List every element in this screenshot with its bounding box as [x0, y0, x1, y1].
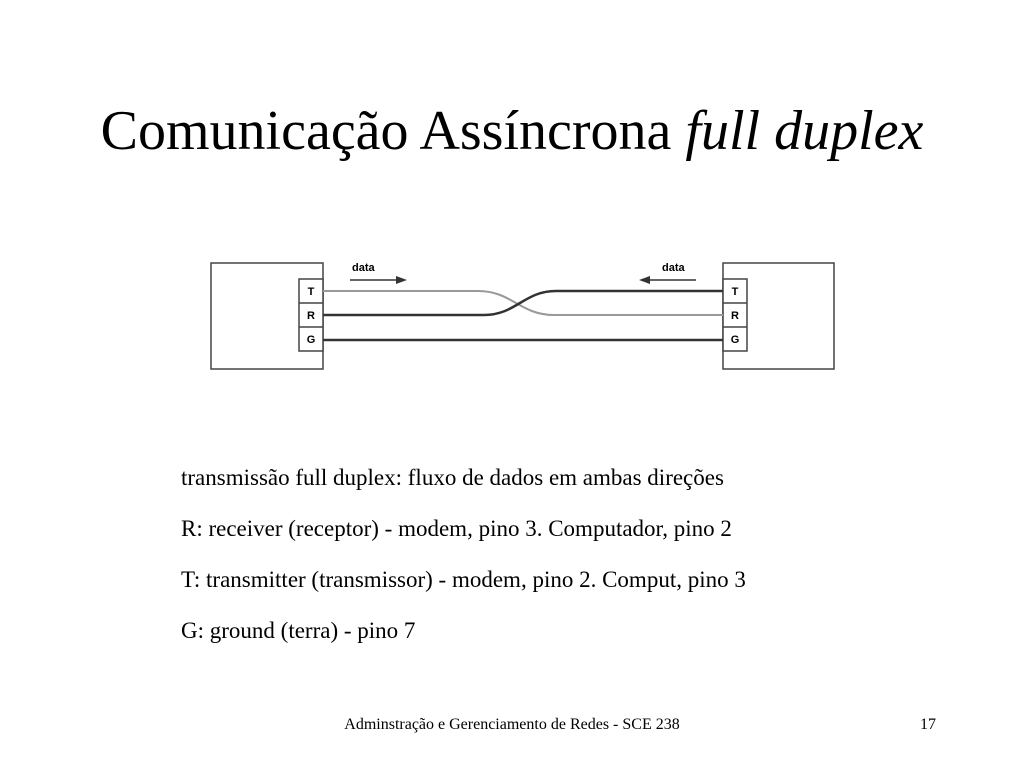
left-pin-g-label: G	[307, 334, 316, 346]
right-data-label: data	[662, 262, 686, 274]
footer-course-name: Adminstração e Gerenciamento de Redes - …	[344, 716, 680, 733]
left-data-arrow-head	[396, 276, 407, 284]
slide-title-emphasis: full duplex	[685, 99, 924, 162]
right-data-arrow-head	[639, 276, 650, 284]
right-pin-block	[722, 278, 748, 352]
description-line-ground: G: ground (terra) - pino 7	[181, 618, 416, 643]
left-pin-r-label: R	[307, 310, 315, 322]
slide-title-main: Comunicação Assíncrona	[100, 99, 686, 162]
wire-left-r-to-right-t	[323, 289, 723, 317]
description-list: transmissão full duplex: fluxo de dados …	[181, 458, 961, 662]
left-data-label: data	[352, 262, 376, 274]
slide-title: Comunicação Assíncrona full duplex	[0, 98, 1024, 226]
description-line-receiver: R: receiver (receptor) - modem, pino 3. …	[181, 516, 732, 541]
description-line-duplex: transmissão full duplex: fluxo de dados …	[181, 465, 724, 490]
right-pin-r-label: R	[731, 310, 739, 322]
right-pin-t-label: T	[732, 286, 739, 298]
right-pin-g-label: G	[731, 334, 740, 346]
left-pin-t-label: T	[308, 286, 315, 298]
left-pin-block	[298, 278, 324, 352]
description-line-transmitter: T: transmitter (transmissor) - modem, pi…	[181, 567, 746, 592]
page-number: 17	[920, 716, 936, 733]
wire-left-t-to-right-r	[323, 290, 723, 316]
